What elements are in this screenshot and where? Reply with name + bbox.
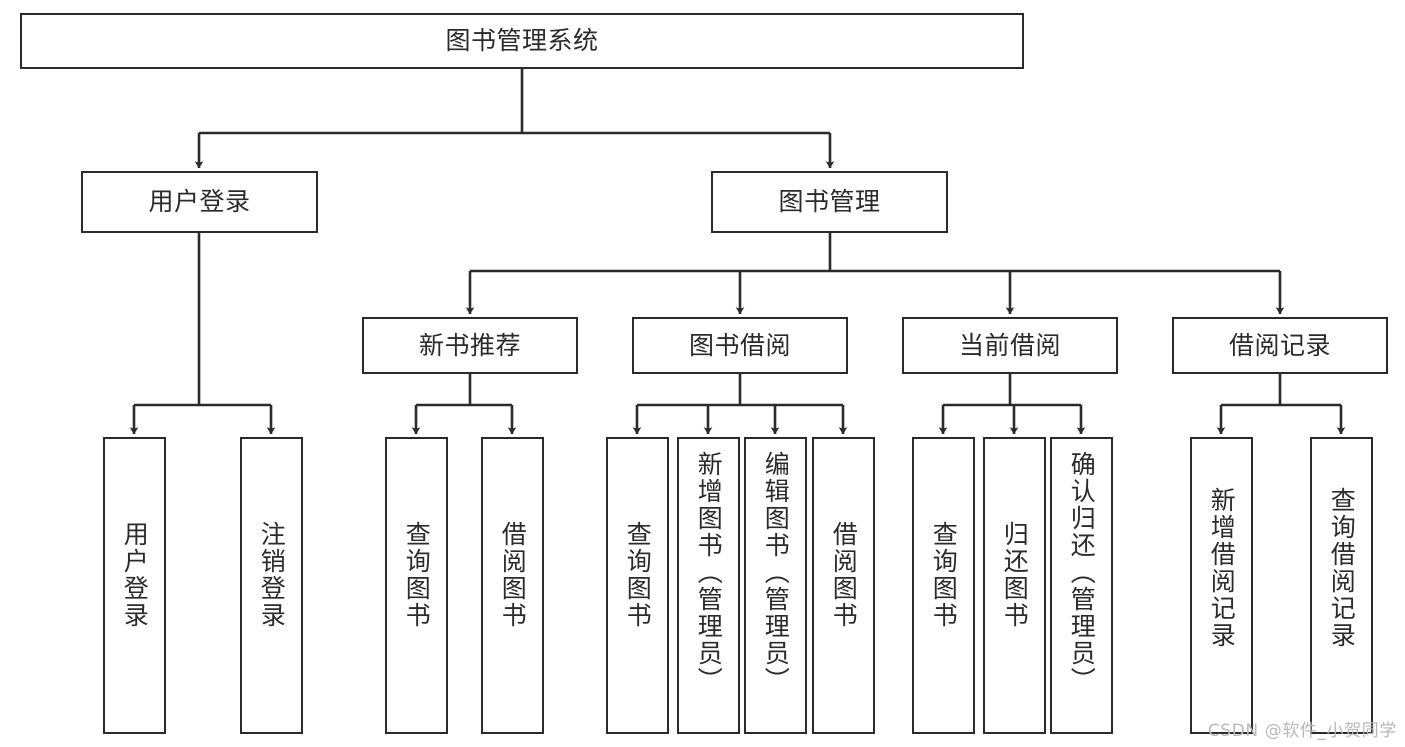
node-leaf-query-book-cb[interactable]: 查询图书 (912, 437, 975, 734)
node-leaf-query-book-rec-label: 查询图书 (402, 521, 432, 629)
node-leaf-user-logout[interactable]: 注销登录 (240, 437, 303, 734)
node-leaf-confirm-return-label: 确认归还（管理员） (1067, 451, 1097, 694)
node-leaf-query-book-rec[interactable]: 查询图书 (385, 437, 448, 734)
node-leaf-user-login[interactable]: 用户登录 (103, 437, 166, 734)
watermark: CSDN @软件_小贺同学 (1207, 721, 1397, 741)
node-book-borrow[interactable]: 图书借阅 (632, 317, 848, 374)
node-leaf-borrow-book-rec[interactable]: 借阅图书 (481, 437, 544, 734)
node-leaf-add-record[interactable]: 新增借阅记录 (1190, 437, 1253, 734)
node-leaf-borrow-book-bb-label: 借阅图书 (829, 521, 859, 629)
node-leaf-query-record-label: 查询借阅记录 (1327, 487, 1357, 649)
node-current-borrow[interactable]: 当前借阅 (902, 317, 1118, 374)
node-book-manage-label: 图书管理 (778, 187, 881, 216)
node-leaf-borrow-book-bb[interactable]: 借阅图书 (812, 437, 875, 734)
node-book-borrow-label: 图书借阅 (688, 330, 791, 360)
node-leaf-edit-book-label: 编辑图书（管理员） (761, 451, 791, 694)
node-leaf-edit-book[interactable]: 编辑图书（管理员） (744, 437, 807, 734)
node-root-label: 图书管理系统 (445, 26, 599, 55)
node-leaf-query-record[interactable]: 查询借阅记录 (1310, 437, 1373, 734)
node-leaf-confirm-return[interactable]: 确认归还（管理员） (1050, 437, 1113, 734)
node-leaf-user-login-label: 用户登录 (120, 521, 150, 629)
node-leaf-add-book[interactable]: 新增图书（管理员） (677, 437, 740, 734)
node-leaf-add-record-label: 新增借阅记录 (1207, 487, 1237, 649)
node-leaf-return-book[interactable]: 归还图书 (983, 437, 1046, 734)
node-leaf-query-book-bb-label: 查询图书 (623, 521, 653, 629)
node-leaf-query-book-bb[interactable]: 查询图书 (606, 437, 669, 734)
node-new-book-rec[interactable]: 新书推荐 (362, 317, 578, 374)
node-leaf-query-book-cb-label: 查询图书 (929, 521, 959, 629)
node-borrow-record[interactable]: 借阅记录 (1172, 317, 1388, 374)
node-new-book-rec-label: 新书推荐 (418, 330, 521, 360)
node-book-manage[interactable]: 图书管理 (711, 171, 948, 233)
node-leaf-add-book-label: 新增图书（管理员） (694, 451, 724, 694)
node-leaf-user-logout-label: 注销登录 (257, 521, 287, 629)
node-root[interactable]: 图书管理系统 (20, 13, 1024, 69)
node-user-login-label: 用户登录 (148, 187, 251, 216)
node-leaf-return-book-label: 归还图书 (1000, 521, 1030, 629)
node-user-login[interactable]: 用户登录 (81, 171, 318, 233)
node-current-borrow-label: 当前借阅 (958, 330, 1061, 360)
node-leaf-borrow-book-rec-label: 借阅图书 (498, 521, 528, 629)
node-borrow-record-label: 借阅记录 (1228, 330, 1331, 360)
